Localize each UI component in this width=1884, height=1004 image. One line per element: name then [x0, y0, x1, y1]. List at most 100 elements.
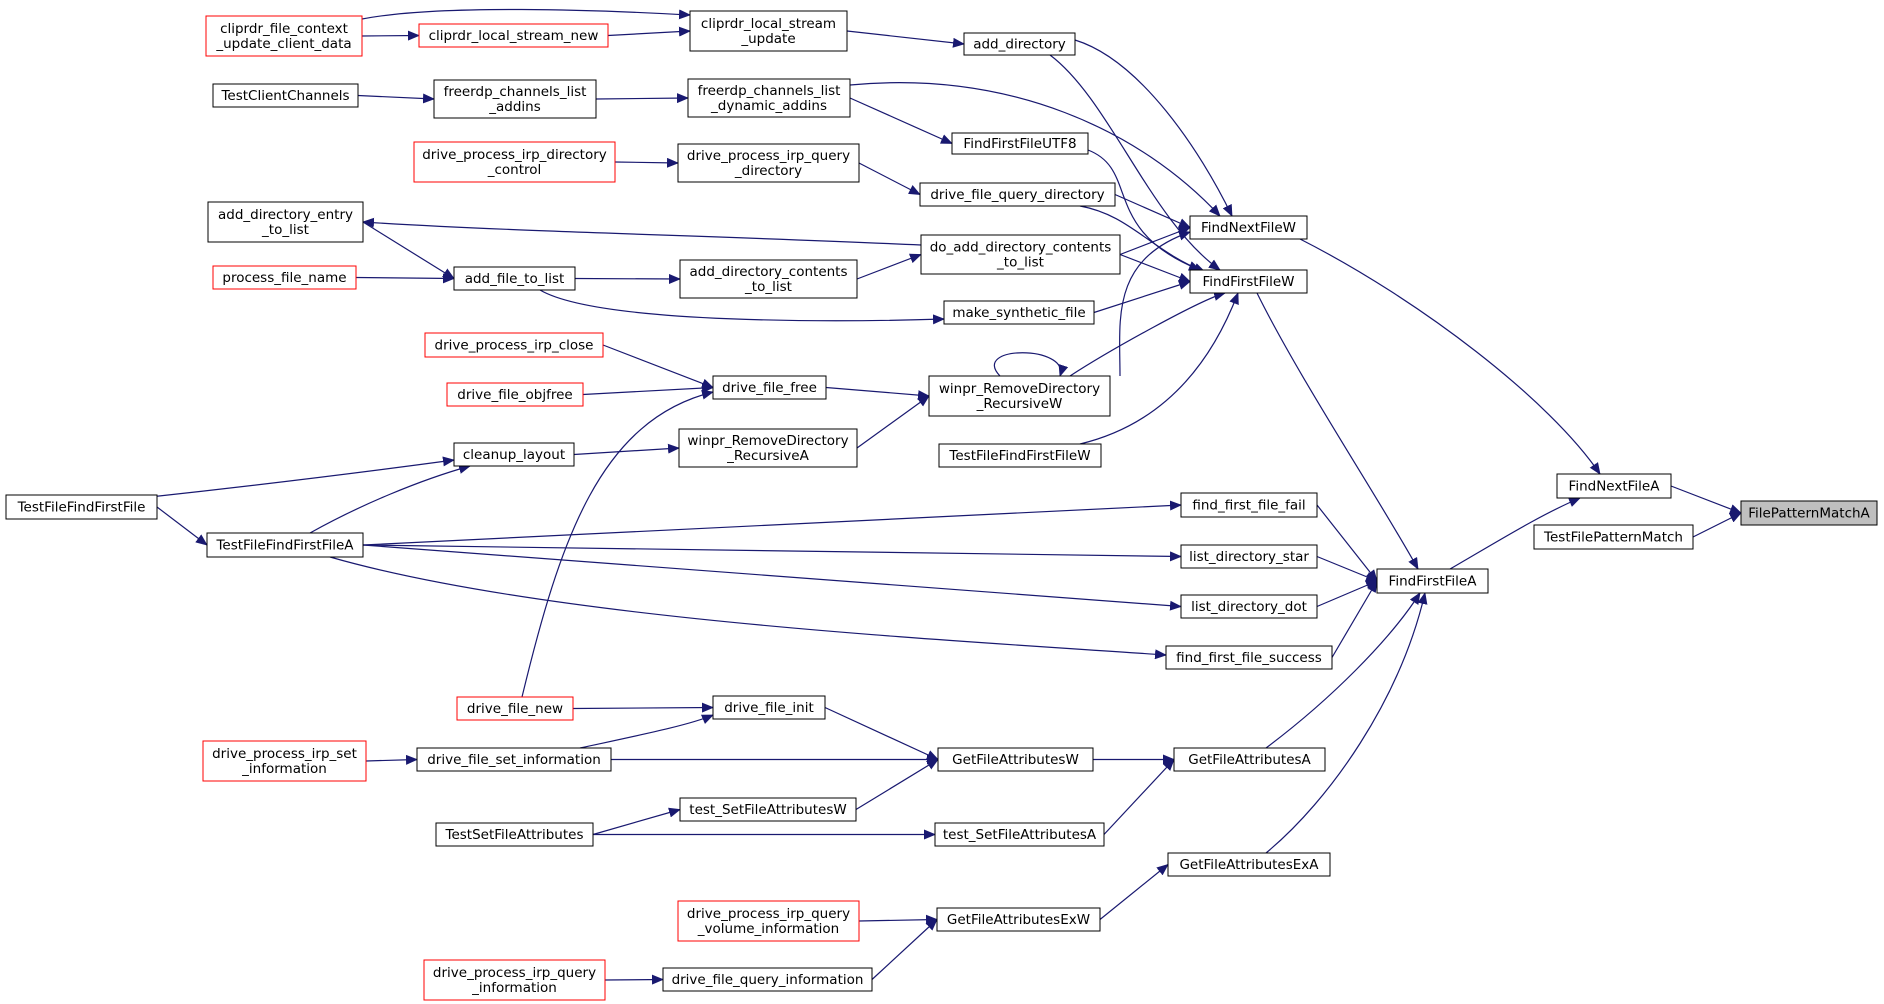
edge-TestFileFindFirstFile-to-cleanup_layout	[149, 456, 455, 498]
node-test_SetFileAttributesA[interactable]: test_SetFileAttributesA	[934, 822, 1105, 847]
edge-winpr_RemoveDirectory_RecursiveW-to-FindFirstFileW	[1069, 291, 1226, 377]
edge-drive_process_irp_query_volume_information-to-GetFileAttributesExW	[858, 914, 938, 925]
node-box	[1533, 524, 1694, 550]
edge-GetFileAttributesExA-to-FindFirstFileA	[1265, 592, 1428, 854]
node-FindFirstFileA[interactable]: FindFirstFileA	[1376, 568, 1489, 594]
node-find_first_file_success[interactable]: find_first_file_success	[1165, 645, 1333, 670]
node-box	[202, 740, 367, 782]
edge-FindFirstFileUTF8-to-FindFirstFileW	[1087, 149, 1201, 271]
node-label: cliprdr_file_context	[220, 21, 348, 37]
node-label: process_file_name	[222, 270, 346, 286]
node-freerdp_channels_list_dynamic_addins[interactable]: freerdp_channels_list_dynamic_addins	[687, 78, 851, 118]
edge-TestFileFindFirstFileW-to-FindFirstFileW	[1079, 292, 1239, 445]
node-add_directory[interactable]: add_directory	[963, 32, 1076, 56]
node-TestFileFindFirstFileW[interactable]: TestFileFindFirstFileW	[938, 443, 1102, 468]
node-TestFileFindFirstFileA[interactable]: TestFileFindFirstFileA	[206, 532, 364, 558]
node-FindNextFileA[interactable]: FindNextFileA	[1556, 473, 1672, 499]
node-winpr_RemoveDirectory_RecursiveW[interactable]: winpr_RemoveDirectory_RecursiveW	[928, 375, 1111, 417]
node-add_directory_contents_to_list[interactable]: add_directory_contents_to_list	[679, 259, 858, 299]
node-drive_file_free[interactable]: drive_file_free	[712, 375, 827, 400]
node-cleanup_layout[interactable]: cleanup_layout	[453, 442, 575, 467]
node-cliprdr_file_context_update_client_data[interactable]: cliprdr_file_context_update_client_data	[205, 15, 363, 57]
node-label: freerdp_channels_list	[698, 83, 841, 99]
node-label: TestSetFileAttributes	[445, 827, 584, 843]
node-list_directory_dot[interactable]: list_directory_dot	[1180, 594, 1318, 619]
node-drive_process_irp_directory_control[interactable]: drive_process_irp_directory_control	[413, 141, 616, 183]
node-GetFileAttributesExW[interactable]: GetFileAttributesExW	[936, 907, 1101, 932]
node-test_SetFileAttributesW[interactable]: test_SetFileAttributesW	[679, 797, 857, 822]
edge-find_first_file_success-to-FindFirstFileA	[1331, 580, 1378, 658]
node-cliprdr_local_stream_new[interactable]: cliprdr_local_stream_new	[418, 23, 609, 48]
edge-TestSetFileAttributes-to-test_SetFileAttributesW	[592, 807, 681, 836]
node-FindFirstFileW[interactable]: FindFirstFileW	[1189, 269, 1308, 294]
node-drive_process_irp_set_information[interactable]: drive_process_irp_set_information	[202, 740, 367, 782]
node-TestClientChannels[interactable]: TestClientChannels	[212, 83, 359, 108]
node-do_add_directory_contents_to_list[interactable]: do_add_directory_contents_to_list	[920, 234, 1121, 275]
node-add_file_to_list[interactable]: add_file_to_list	[453, 266, 576, 291]
node-box	[453, 266, 576, 291]
edge-drive_process_irp_query_directory-to-drive_file_query_directory	[858, 162, 921, 196]
node-TestFileFindFirstFile[interactable]: TestFileFindFirstFile	[5, 494, 158, 520]
node-box	[456, 696, 574, 721]
node-label: cleanup_layout	[463, 447, 565, 463]
node-process_file_name[interactable]: process_file_name	[212, 265, 357, 290]
node-box	[433, 79, 597, 119]
edge-freerdp_channels_list_dynamic_addins-to-FindFirstFileUTF8	[849, 97, 953, 145]
node-drive_process_irp_query_information[interactable]: drive_process_irp_query_information	[423, 959, 606, 1001]
node-winpr_RemoveDirectory_RecursiveA[interactable]: winpr_RemoveDirectory_RecursiveA	[678, 428, 858, 468]
edge-layer	[149, 8, 1742, 985]
node-label: make_synthetic_file	[952, 305, 1085, 321]
edge-drive_process_irp_query_information-to-drive_file_query_information	[604, 974, 664, 985]
node-list_directory_star[interactable]: list_directory_star	[1180, 544, 1318, 569]
node-TestSetFileAttributes[interactable]: TestSetFileAttributes	[435, 822, 594, 847]
edge-TestFileFindFirstFileA-to-find_first_file_success	[329, 556, 1167, 660]
edge-drive_file_set_information-to-drive_file_init	[579, 714, 714, 749]
node-drive_file_init[interactable]: drive_file_init	[712, 695, 826, 720]
node-box	[1180, 492, 1318, 518]
edge-cleanup_layout-to-winpr_RemoveDirectory_RecursiveA	[573, 443, 680, 456]
node-label: _to_list	[261, 222, 309, 238]
node-drive_process_irp_close[interactable]: drive_process_irp_close	[424, 332, 604, 358]
node-drive_file_objfree[interactable]: drive_file_objfree	[446, 382, 584, 407]
node-freerdp_channels_list_addins[interactable]: freerdp_channels_list_addins	[433, 79, 597, 119]
node-label: drive_file_objfree	[457, 387, 572, 403]
node-box	[207, 201, 364, 243]
edge-drive_file_query_information-to-GetFileAttributesExW	[871, 918, 938, 980]
node-FindFirstFileUTF8[interactable]: FindFirstFileUTF8	[951, 132, 1089, 155]
edge-add_directory-to-FindFirstFileW	[1049, 54, 1221, 271]
node-GetFileAttributesA[interactable]: GetFileAttributesA	[1173, 747, 1326, 772]
node-box	[5, 494, 158, 520]
node-box	[712, 695, 826, 720]
node-label: TestFileFindFirstFileW	[948, 448, 1090, 464]
node-label: _to_list	[996, 255, 1044, 271]
node-drive_file_new[interactable]: drive_file_new	[456, 696, 574, 721]
node-make_synthetic_file[interactable]: make_synthetic_file	[943, 300, 1095, 325]
node-label: _dynamic_addins	[710, 98, 827, 114]
node-add_directory_entry_to_list[interactable]: add_directory_entry_to_list	[207, 201, 364, 243]
node-label: TestClientChannels	[220, 88, 349, 104]
node-TestFilePatternMatch[interactable]: TestFilePatternMatch	[1533, 524, 1694, 550]
edge-make_synthetic_file-to-FindFirstFileW	[1093, 280, 1191, 314]
node-label: _control	[487, 162, 542, 178]
node-drive_process_irp_query_volume_information[interactable]: drive_process_irp_query_volume_informati…	[677, 900, 860, 942]
node-box	[212, 265, 357, 290]
node-box	[418, 23, 609, 48]
edge-TestFileFindFirstFileA-to-list_directory_star	[362, 544, 1182, 562]
node-GetFileAttributesExA[interactable]: GetFileAttributesExA	[1167, 852, 1331, 877]
node-cliprdr_local_stream_update[interactable]: cliprdr_local_stream_update	[689, 10, 848, 52]
node-drive_file_query_directory[interactable]: drive_file_query_directory	[919, 182, 1116, 207]
edge-cliprdr_local_stream_update-to-add_directory	[846, 30, 965, 48]
edge-FindNextFileW-to-FindNextFileA	[1299, 238, 1601, 475]
node-drive_file_query_information[interactable]: drive_file_query_information	[662, 967, 873, 992]
edge-list_directory_star-to-FindFirstFileA	[1316, 555, 1378, 582]
node-GetFileAttributesW[interactable]: GetFileAttributesW	[937, 747, 1094, 772]
node-drive_file_set_information[interactable]: drive_file_set_information	[416, 747, 612, 772]
edge-TestFileFindFirstFile-to-TestFileFindFirstFileA	[156, 506, 208, 546]
node-find_first_file_fail[interactable]: find_first_file_fail	[1180, 492, 1318, 518]
node-label: add_directory	[973, 37, 1066, 53]
node-FindNextFileW[interactable]: FindNextFileW	[1189, 215, 1308, 240]
node-drive_process_irp_query_directory[interactable]: drive_process_irp_query_directory	[677, 143, 860, 183]
node-FilePatternMatchA[interactable]: FilePatternMatchA	[1740, 500, 1878, 526]
node-box	[951, 132, 1089, 155]
